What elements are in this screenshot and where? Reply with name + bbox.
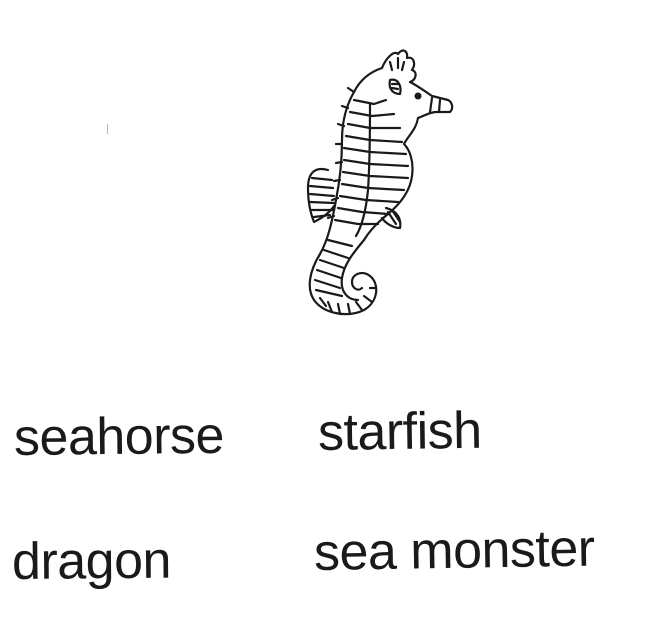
choice-dragon[interactable]: dragon <box>11 531 172 591</box>
choice-seahorse[interactable]: seahorse <box>13 406 225 467</box>
choice-sea-monster[interactable]: sea monster <box>313 519 596 582</box>
stray-pencil-mark <box>107 124 108 134</box>
choice-starfish[interactable]: starfish <box>317 401 482 462</box>
seahorse-illustration <box>306 49 454 316</box>
